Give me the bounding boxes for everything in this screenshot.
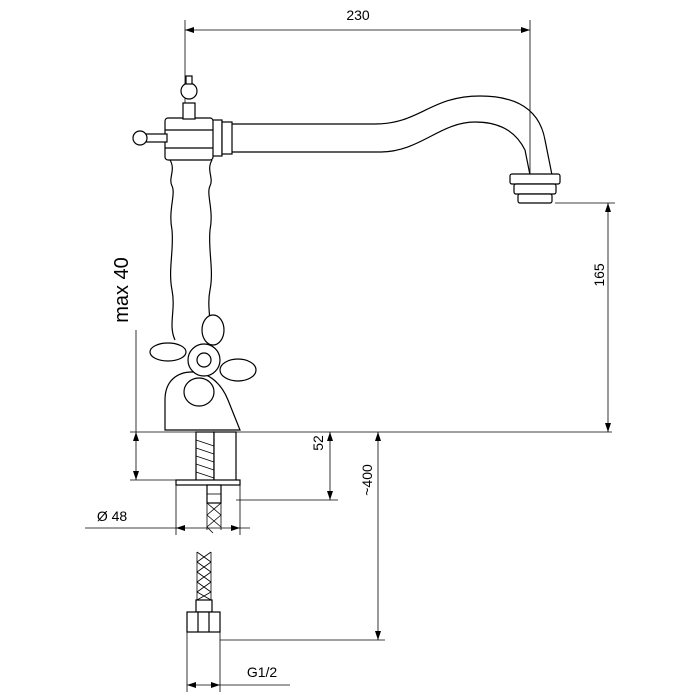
faucet-body	[132, 75, 241, 431]
dim-400: ~400	[220, 432, 385, 641]
dim-230-label: 230	[346, 7, 370, 23]
dim-thread-label: G1/2	[247, 664, 278, 680]
dim-max40-label: max 40	[111, 257, 133, 323]
dim-diameter-label: Ø 48	[97, 508, 128, 524]
dim-max40: max 40	[111, 257, 240, 481]
flex-hose	[186, 502, 222, 633]
dim-diameter: Ø 48	[85, 484, 250, 535]
dim-165: 165	[555, 202, 615, 432]
dim-400-label: ~400	[359, 464, 375, 496]
faucet-spout	[211, 95, 561, 204]
dim-165-label: 165	[591, 263, 607, 287]
dim-thread: G1/2	[186, 630, 290, 692]
shank-assembly	[175, 431, 241, 504]
dim-52: 52	[236, 432, 338, 501]
dim-52-label: 52	[310, 435, 326, 451]
dim-230: 230	[184, 7, 531, 180]
cross-handle	[149, 314, 257, 407]
